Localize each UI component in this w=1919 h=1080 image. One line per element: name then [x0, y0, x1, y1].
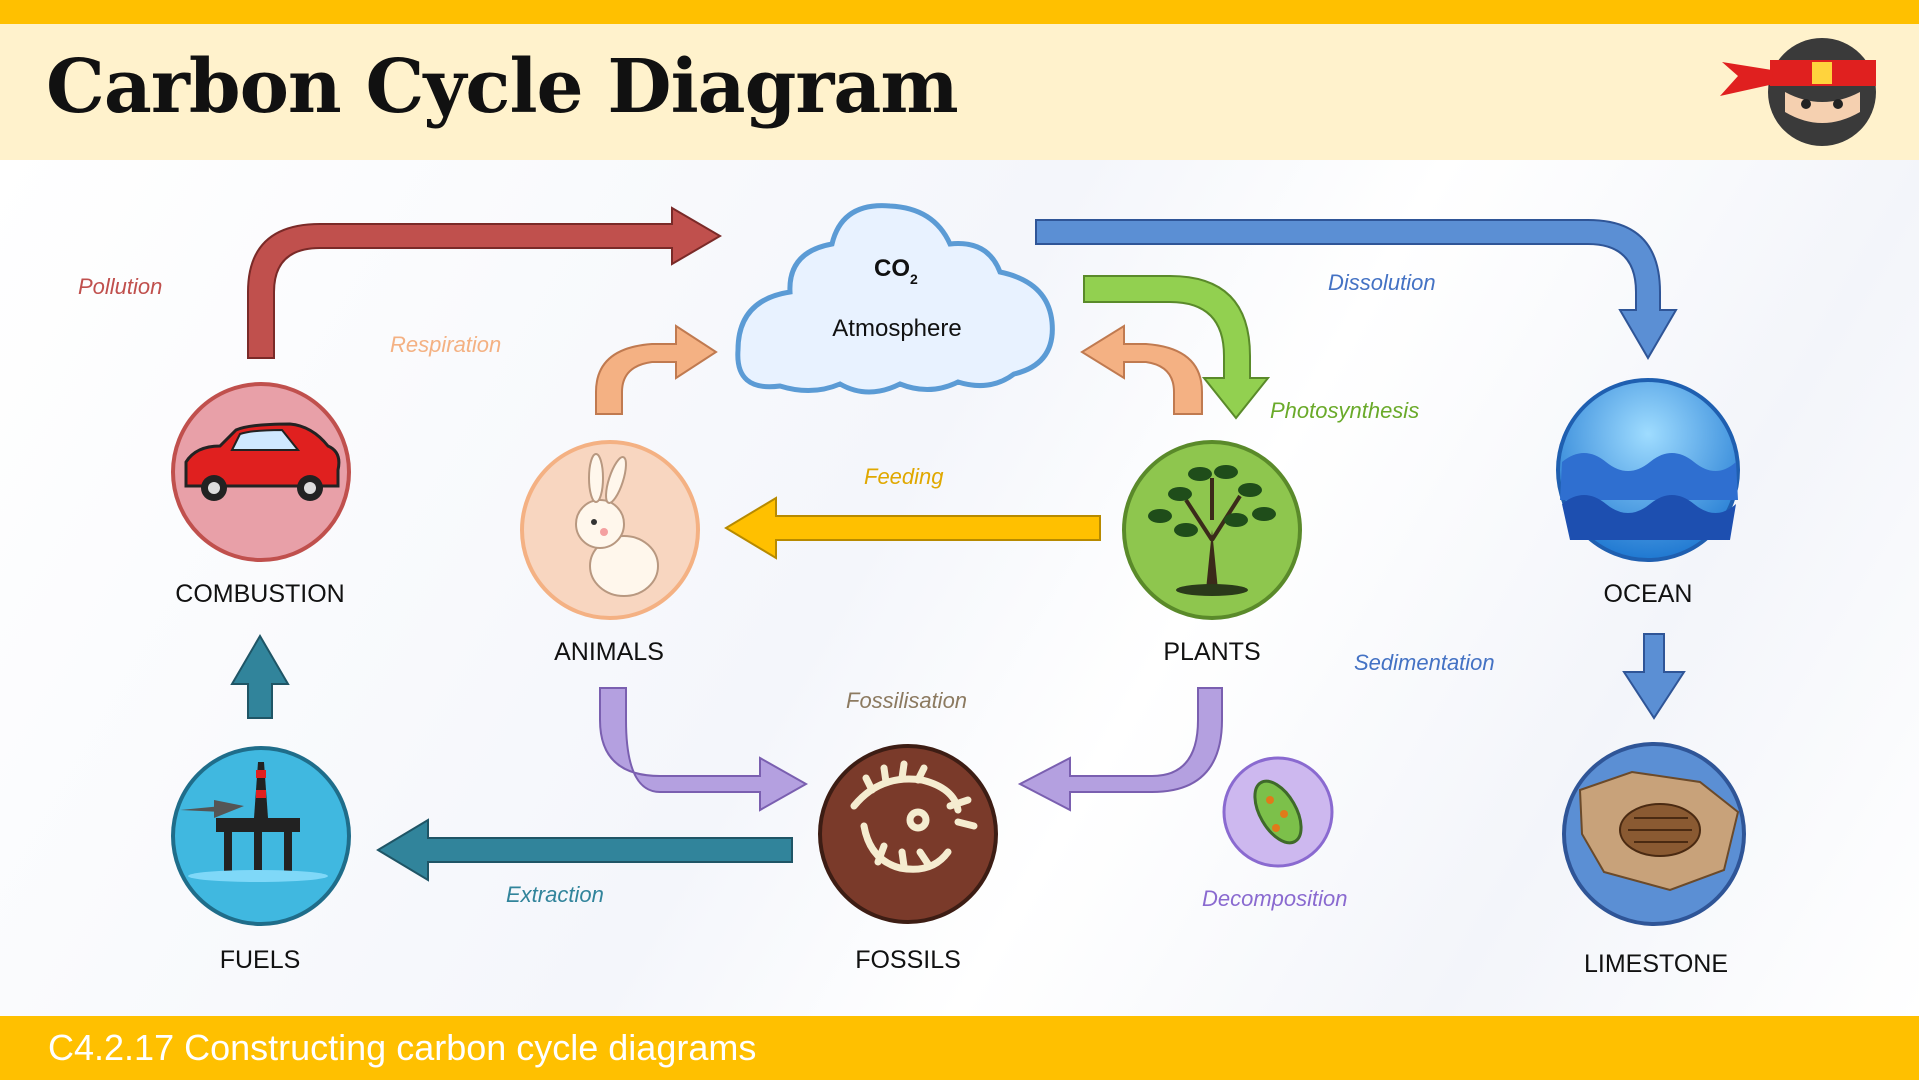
dissolution-arrow — [1035, 219, 1678, 360]
top-stripe — [0, 0, 1919, 24]
atmosphere-cloud: CO2 Atmosphere — [735, 203, 1055, 395]
photosynthesis-label: Photosynthesis — [1270, 398, 1419, 423]
fuels-label: FUELS — [220, 946, 301, 974]
animals-label: ANIMALS — [554, 638, 664, 666]
plants-decay-arrow — [1017, 687, 1223, 812]
pollution-arrow — [247, 206, 722, 359]
ocean-node — [1556, 378, 1740, 562]
tree-icon — [1148, 465, 1276, 596]
rabbit-icon — [575, 453, 659, 597]
ninja-logo-icon — [1720, 38, 1876, 146]
fossils-label: FOSSILS — [855, 946, 961, 974]
car-icon — [184, 422, 341, 501]
respiration-label: Respiration — [390, 332, 501, 357]
limestone-label: LIMESTONE — [1584, 950, 1728, 978]
page-title: Carbon Cycle Diagram — [46, 44, 959, 130]
photosynthesis-arrow — [1083, 275, 1271, 420]
trilobite-rock-icon — [1578, 770, 1740, 892]
plants-label: PLANTS — [1163, 638, 1260, 666]
decomposition-label: Decomposition — [1202, 886, 1348, 911]
fossilisation-label: Fossilisation — [846, 688, 967, 713]
plants-node — [1122, 440, 1302, 620]
waves-icon — [1560, 453, 1738, 540]
co2-formula: CO2 — [874, 255, 918, 287]
extraction-arrow — [376, 818, 793, 882]
ocean-label: OCEAN — [1604, 580, 1693, 608]
atmosphere-label: Atmosphere — [832, 315, 961, 342]
fossils-node — [818, 744, 998, 924]
fuels-to-combustion-arrow — [230, 634, 290, 719]
fossil-skeleton-icon — [850, 760, 978, 873]
dissolution-label: Dissolution — [1328, 270, 1436, 295]
bacterium-icon — [1222, 756, 1334, 868]
respiration-plants-arrow — [1080, 324, 1203, 415]
feeding-label: Feeding — [864, 464, 944, 489]
header-bar — [0, 24, 1919, 160]
feeding-arrow — [724, 496, 1101, 560]
combustion-node — [171, 382, 351, 562]
sedimentation-label: Sedimentation — [1354, 650, 1495, 675]
footer-bar — [0, 1016, 1919, 1080]
fuels-node — [171, 746, 351, 926]
footer-text: C4.2.17 Constructing carbon cycle diagra… — [48, 1027, 757, 1068]
oil-rig-icon — [180, 762, 328, 882]
limestone-node — [1562, 742, 1746, 926]
respiration-animals-arrow — [595, 324, 718, 415]
extraction-label: Extraction — [506, 882, 604, 907]
animals-node — [520, 440, 700, 620]
sedimentation-arrow — [1622, 633, 1686, 720]
combustion-label: COMBUSTION — [175, 580, 344, 608]
animals-decay-arrow — [599, 687, 809, 812]
pollution-label: Pollution — [78, 274, 162, 299]
